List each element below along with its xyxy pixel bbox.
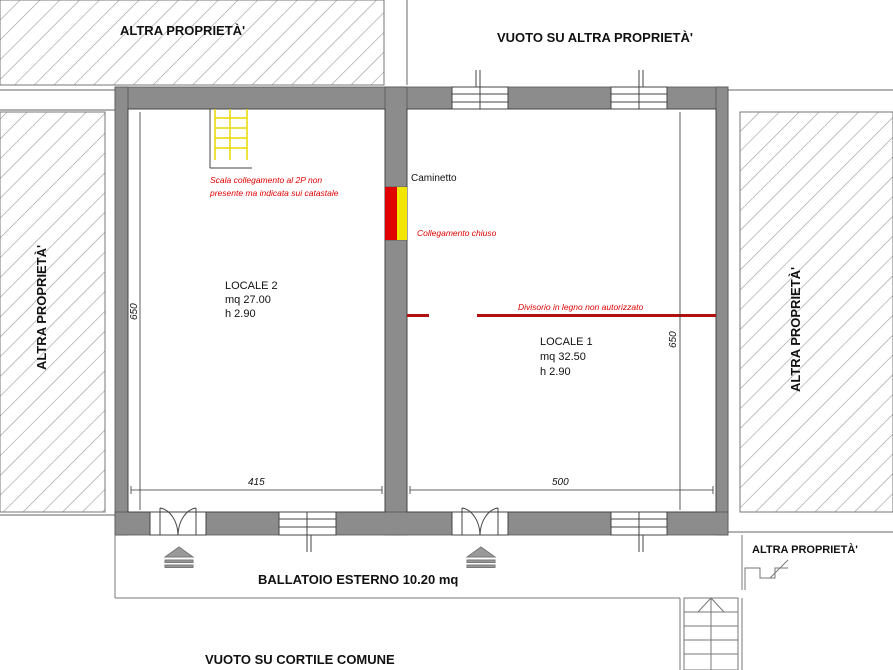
label-right-side: ALTRA PROPRIETÀ' <box>788 267 803 392</box>
label-top-right: VUOTO SU ALTRA PROPRIETÀ' <box>497 30 693 45</box>
room-2-width-dim: 415 <box>248 477 265 488</box>
balcony-outline <box>114 535 743 670</box>
window-top-1 <box>451 70 509 110</box>
window-bottom-1 <box>278 511 337 552</box>
neighbor-property-right <box>739 111 893 513</box>
note-fireplace: Caminetto <box>411 173 457 184</box>
room-1-name: LOCALE 1 <box>540 336 593 348</box>
door-locale-1 <box>451 507 509 536</box>
window-bottom-2 <box>610 511 668 552</box>
interior-stair <box>209 109 252 169</box>
label-balcony: BALLATOIO ESTERNO 10.20 mq <box>258 572 458 587</box>
neighbor-property-left <box>0 111 106 513</box>
partition-wall <box>407 314 716 317</box>
room-1-area: mq 32.50 <box>540 351 586 363</box>
note-stair-line2: presente ma indicata sui catastale <box>209 188 339 198</box>
label-bottom: VUOTO SU CORTILE COMUNE <box>205 652 395 667</box>
note-stair-line1: Scala collegamento al 2P non <box>210 175 322 185</box>
room-2-area: mq 27.00 <box>225 294 271 306</box>
label-top-left: ALTRA PROPRIETÀ' <box>120 23 245 38</box>
fireplace <box>385 187 407 240</box>
room-2-name: LOCALE 2 <box>225 280 278 292</box>
room-1-height: h 2.90 <box>540 366 571 378</box>
label-bottom-right: ALTRA PROPRIETÀ' <box>752 543 858 556</box>
room-2-height: h 2.90 <box>225 308 256 320</box>
entrance-arrow-2 <box>465 546 497 568</box>
note-closed-link: Collegamento chiuso <box>417 228 497 238</box>
window-top-2 <box>610 70 668 110</box>
entrance-arrow-1 <box>163 546 195 568</box>
walls <box>114 86 729 536</box>
door-locale-2 <box>149 507 207 536</box>
room-2-depth-dim: 650 <box>129 303 140 320</box>
note-partition: Divisorio in legno non autorizzato <box>518 302 643 312</box>
dimension-lines <box>130 112 714 510</box>
neighbor-property-top-left <box>0 0 385 86</box>
stairs-exterior <box>683 559 789 670</box>
room-inner-outlines <box>127 108 717 513</box>
room-1-depth-dim: 650 <box>668 331 679 348</box>
label-left-side: ALTRA PROPRIETÀ' <box>34 245 49 370</box>
room-1-width-dim: 500 <box>552 477 569 488</box>
